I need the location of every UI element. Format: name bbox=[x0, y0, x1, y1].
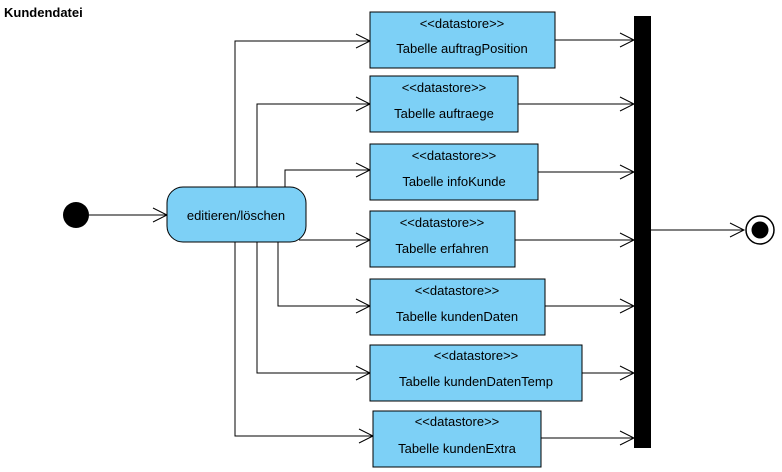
datastore-shape bbox=[372, 410, 542, 468]
action-node: editieren/löschen bbox=[166, 186, 307, 243]
datastore-stereotype: <<datastore>> bbox=[412, 148, 497, 163]
datastore-erfahren: <<datastore>> Tabelle erfahren bbox=[369, 210, 516, 268]
final-node-dot bbox=[751, 221, 769, 239]
datastore-stereotype: <<datastore>> bbox=[434, 348, 519, 363]
flow-to-kundendaten bbox=[277, 242, 370, 307]
datastore-label: Tabelle kundenExtra bbox=[398, 441, 517, 456]
action-node-shape bbox=[166, 186, 307, 243]
datastore-shape bbox=[369, 344, 583, 402]
arrowhead bbox=[729, 222, 746, 238]
datastore-auftragposition: <<datastore>> Tabelle auftragPosition bbox=[369, 11, 556, 69]
join-bar bbox=[634, 16, 651, 448]
flows-to-join bbox=[515, 32, 636, 446]
flow-to-kundenextra bbox=[234, 242, 373, 437]
datastore-label: Tabelle kundenDaten bbox=[396, 309, 518, 324]
datastore-label: Tabelle kundenDatenTemp bbox=[399, 374, 553, 389]
datastore-auftraege: <<datastore>> Tabelle auftraege bbox=[369, 75, 519, 133]
datastore-stereotype: <<datastore>> bbox=[420, 16, 505, 31]
datastore-label: Tabelle auftragPosition bbox=[396, 41, 528, 56]
diagram-title: Kundendatei bbox=[4, 5, 83, 20]
flow-to-auftraege bbox=[256, 103, 370, 187]
flow-to-auftragposition bbox=[234, 40, 370, 187]
datastore-stereotype: <<datastore>> bbox=[402, 80, 487, 95]
datastore-label: Tabelle auftraege bbox=[394, 106, 494, 121]
flow-to-kundendatentemp bbox=[256, 242, 370, 374]
datastore-kundendaten: <<datastore>> Tabelle kundenDaten bbox=[369, 278, 546, 336]
datastore-shape bbox=[369, 11, 556, 69]
datastore-shape bbox=[369, 143, 539, 201]
datastore-kundenextra: <<datastore>> Tabelle kundenExtra bbox=[372, 410, 542, 468]
datastore-stereotype: <<datastore>> bbox=[415, 414, 500, 429]
datastore-stereotype: <<datastore>> bbox=[400, 215, 485, 230]
datastore-shape bbox=[369, 278, 546, 336]
final-node bbox=[745, 215, 775, 245]
datastore-shape bbox=[369, 75, 519, 133]
initial-node bbox=[63, 202, 89, 228]
action-label: editieren/löschen bbox=[187, 208, 285, 223]
datastore-stereotype: <<datastore>> bbox=[415, 283, 500, 298]
datastore-label: Tabelle infoKunde bbox=[402, 174, 505, 189]
datastore-infokunde: <<datastore>> Tabelle infoKunde bbox=[369, 143, 539, 201]
datastore-shape bbox=[369, 210, 516, 268]
datastore-kundendatentemp: <<datastore>> Tabelle kundenDatenTemp bbox=[369, 344, 583, 402]
flow-to-infokunde bbox=[284, 169, 370, 187]
datastore-label: Tabelle erfahren bbox=[395, 241, 488, 256]
